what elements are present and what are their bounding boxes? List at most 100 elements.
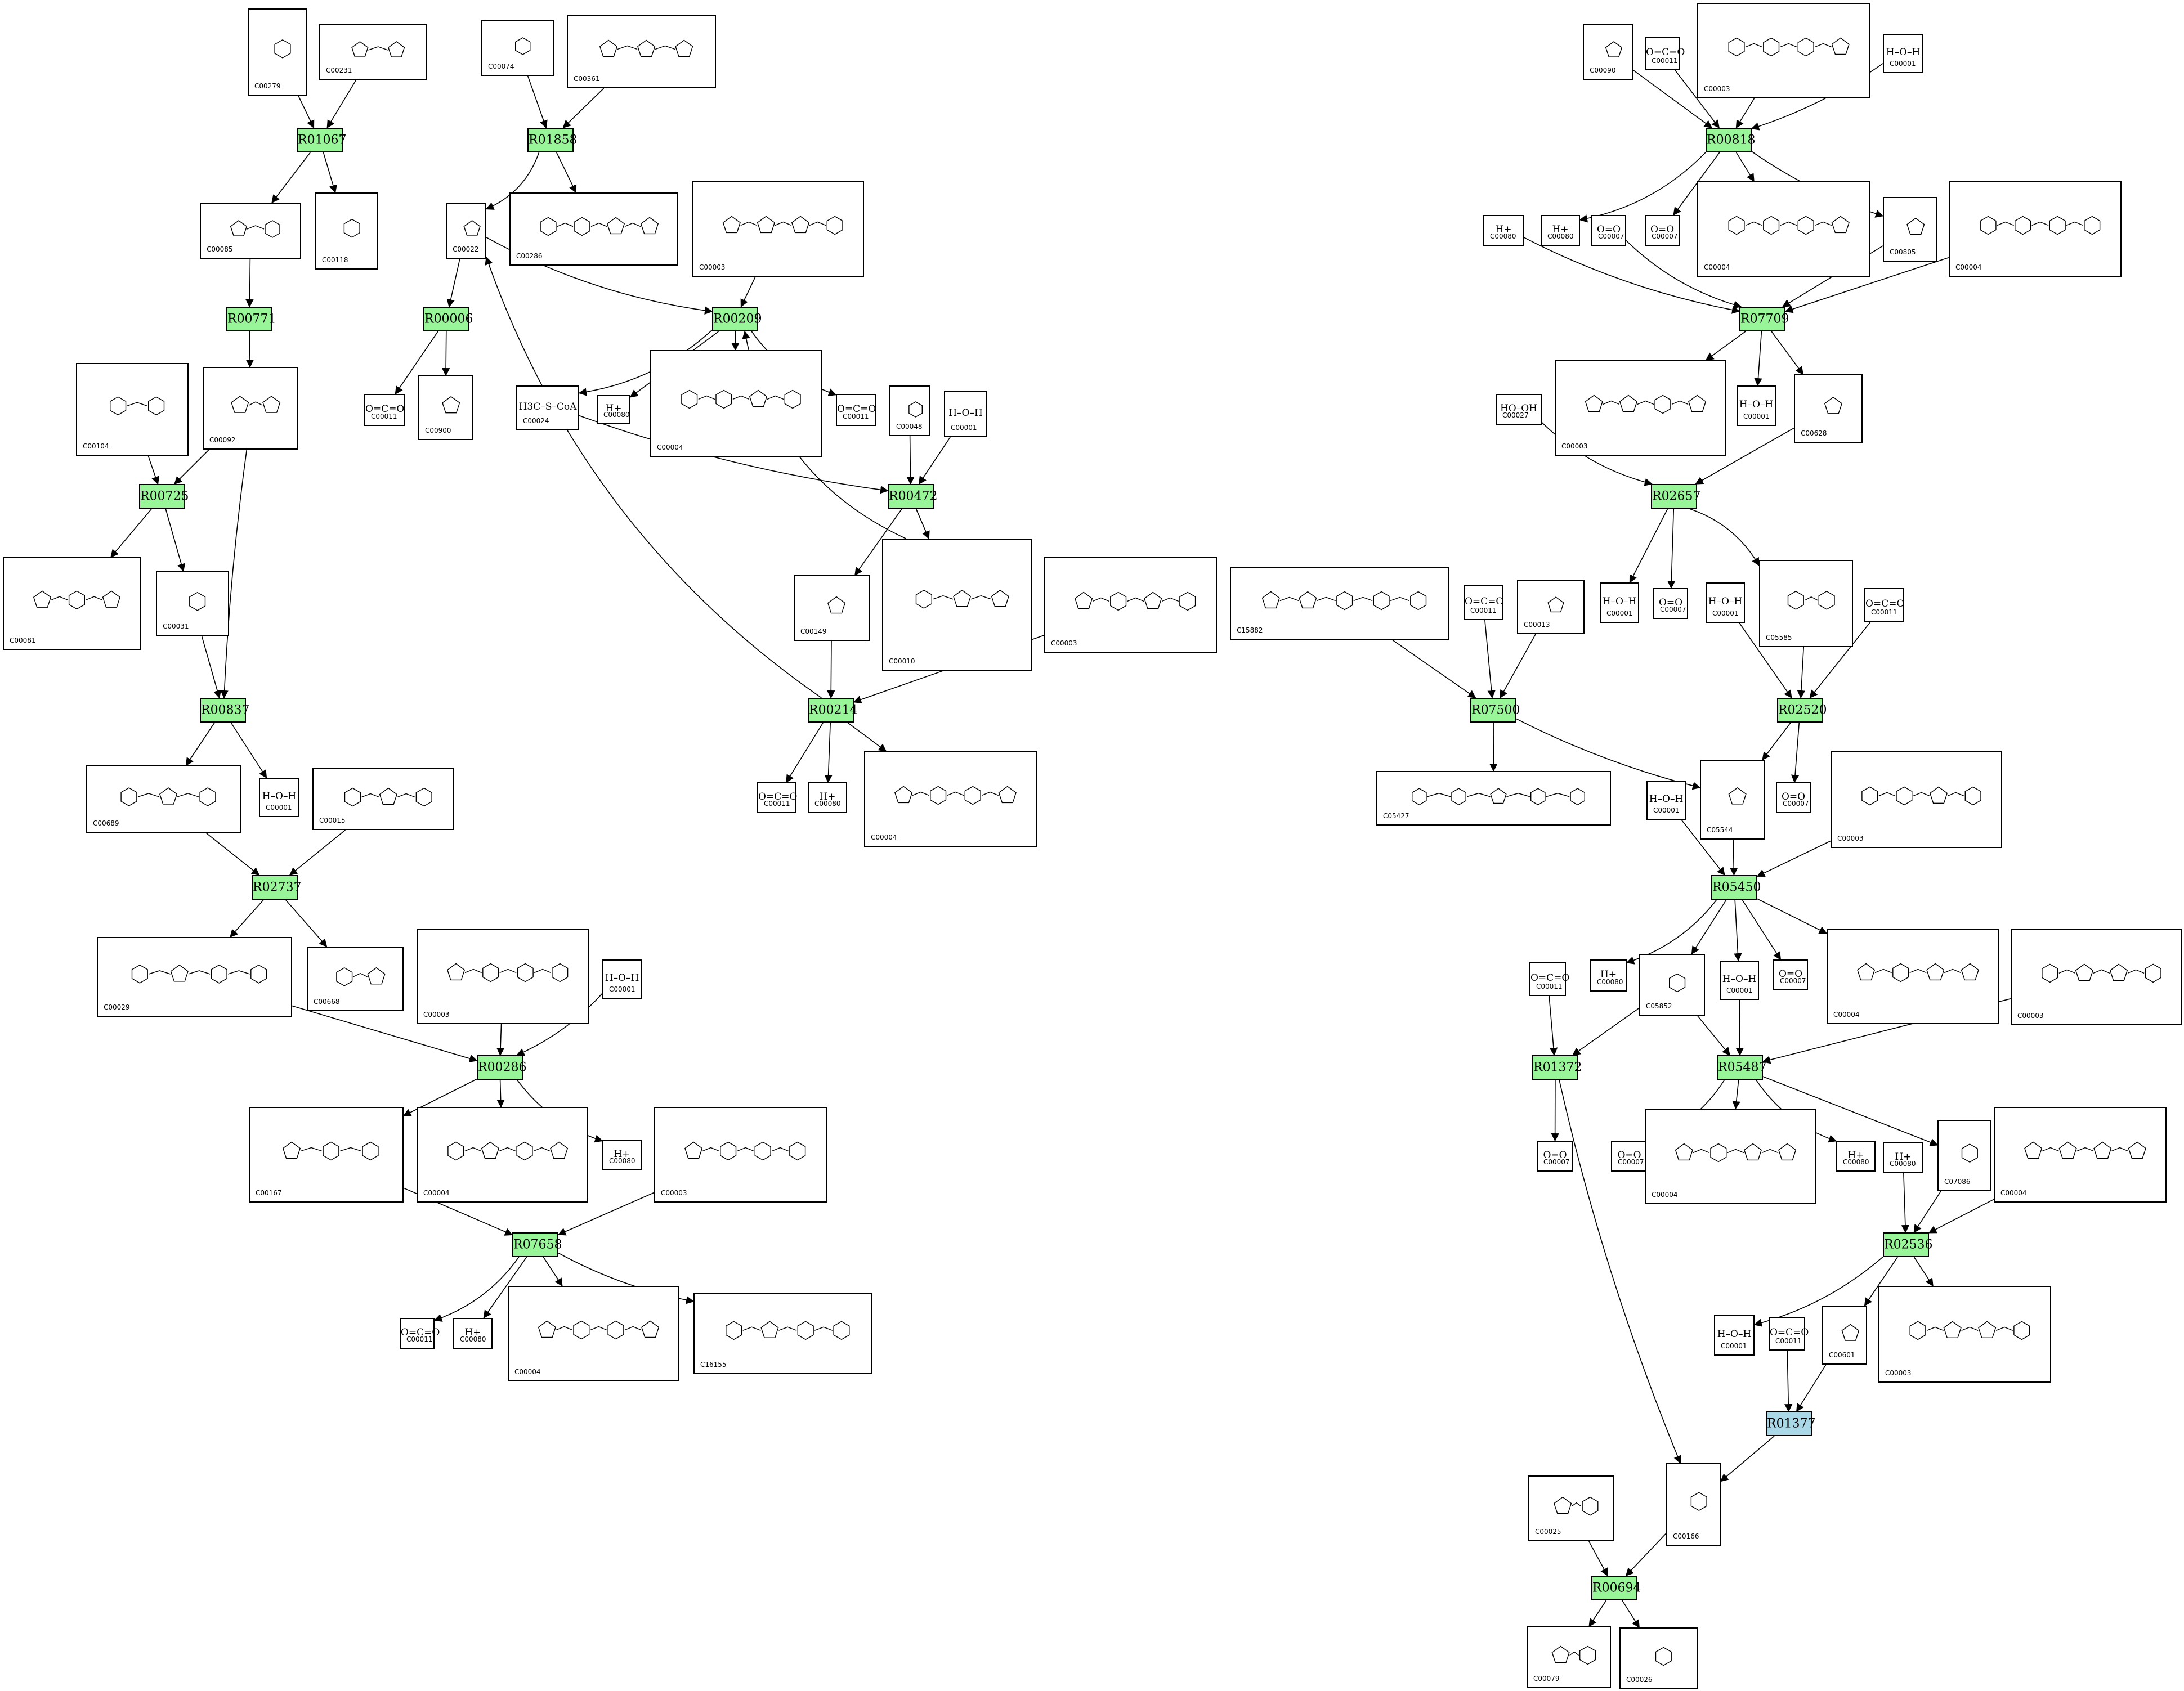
- compound-c00074[interactable]: C00074: [481, 20, 554, 76]
- reaction-r01372[interactable]: R01372: [1532, 1055, 1582, 1080]
- compound-c00048[interactable]: C00048: [889, 385, 930, 436]
- compound-c00081[interactable]: C00081: [3, 557, 141, 650]
- compound-c00025[interactable]: C00025: [1528, 1475, 1614, 1541]
- reaction-r07658[interactable]: R07658: [512, 1232, 562, 1257]
- compound-c00004[interactable]: C00004: [417, 1107, 588, 1203]
- reaction-r05450[interactable]: R05450: [1711, 875, 1761, 900]
- compound-c00085[interactable]: C00085: [200, 203, 301, 259]
- compound-c05585[interactable]: C05585: [1759, 560, 1853, 647]
- compound-c00003[interactable]: C00003: [417, 929, 589, 1024]
- compound-c00003[interactable]: C00003: [692, 181, 864, 277]
- compound-c00231[interactable]: C00231: [319, 24, 427, 80]
- compound-c00689[interactable]: C00689: [86, 765, 241, 833]
- compound-c00004[interactable]: C00004: [1994, 1107, 2167, 1203]
- compound-c00003[interactable]: C00003: [654, 1107, 827, 1203]
- compound-c00080[interactable]: H+C00080: [1483, 215, 1524, 246]
- reaction-r01377[interactable]: R01377: [1766, 1411, 1816, 1436]
- reaction-r00006[interactable]: R00006: [423, 307, 473, 331]
- compound-c00361[interactable]: C00361: [567, 15, 716, 88]
- compound-c00080[interactable]: H+C00080: [1836, 1141, 1876, 1172]
- reaction-r00472[interactable]: R00472: [888, 484, 938, 509]
- reaction-r01067[interactable]: R01067: [297, 128, 347, 152]
- compound-c16155[interactable]: C16155: [693, 1293, 872, 1374]
- compound-c00279[interactable]: C00279: [248, 8, 307, 96]
- compound-c00003[interactable]: C00003: [1878, 1286, 2051, 1383]
- compound-c00900[interactable]: C00900: [418, 375, 473, 440]
- reaction-r00286[interactable]: R00286: [477, 1055, 527, 1080]
- reaction-r00725[interactable]: R00725: [139, 484, 189, 509]
- compound-c05427[interactable]: C05427: [1376, 771, 1611, 826]
- compound-c00004[interactable]: C00004: [1827, 929, 1999, 1024]
- compound-c00090[interactable]: C00090: [1583, 24, 1633, 80]
- compound-c00003[interactable]: C00003: [1044, 557, 1217, 653]
- reaction-r00209[interactable]: R00209: [712, 307, 762, 331]
- compound-c00805[interactable]: C00805: [1883, 197, 1937, 262]
- reaction-r00694[interactable]: R00694: [1591, 1576, 1641, 1600]
- reaction-r02737[interactable]: R02737: [252, 875, 302, 900]
- compound-c00004[interactable]: C00004: [1645, 1109, 1816, 1204]
- compound-c00010[interactable]: C00010: [882, 539, 1032, 671]
- compound-c00004[interactable]: C00004: [1697, 181, 1870, 277]
- reaction-r07709[interactable]: R07709: [1739, 307, 1789, 331]
- compound-c00167[interactable]: C00167: [249, 1107, 404, 1203]
- compound-c05852[interactable]: C05852: [1639, 954, 1705, 1016]
- compound-c00080[interactable]: H+C00080: [597, 395, 630, 424]
- reaction-r05487[interactable]: R05487: [1717, 1055, 1767, 1080]
- reaction-r02520[interactable]: R02520: [1777, 698, 1827, 723]
- compound-c00286[interactable]: C00286: [509, 192, 678, 266]
- compound-c00013[interactable]: C00013: [1517, 580, 1585, 634]
- compound-c00166[interactable]: C00166: [1666, 1463, 1721, 1546]
- compound-c05544[interactable]: C05544: [1700, 760, 1765, 840]
- compound-c00080[interactable]: H+C00080: [808, 782, 847, 813]
- reaction-r00818[interactable]: R00818: [1706, 128, 1756, 152]
- compound-c00668[interactable]: C00668: [307, 947, 404, 1011]
- compound-c00601[interactable]: C00601: [1822, 1306, 1867, 1365]
- compound-c00628[interactable]: C00628: [1794, 374, 1863, 443]
- compound-c00029[interactable]: C00029: [97, 937, 292, 1017]
- compound-c00079[interactable]: C00079: [1527, 1626, 1611, 1688]
- compound-c00118[interactable]: C00118: [315, 192, 378, 270]
- compound-c15882[interactable]: C15882: [1230, 567, 1449, 640]
- compound-c00080[interactable]: H+C00080: [453, 1318, 493, 1349]
- compound-c00003[interactable]: C00003: [1555, 360, 1726, 456]
- compound-c00004[interactable]: C00004: [864, 751, 1037, 847]
- compound-c00015[interactable]: C00015: [312, 768, 454, 830]
- compound-c00004[interactable]: C00004: [508, 1286, 679, 1381]
- reaction-r00837[interactable]: R00837: [200, 698, 250, 723]
- compound-c00004[interactable]: C00004: [650, 350, 822, 457]
- compound-c00022[interactable]: C00022: [446, 203, 486, 259]
- compound-c00026[interactable]: C00026: [1619, 1627, 1698, 1689]
- reaction-r00771[interactable]: R00771: [226, 307, 276, 331]
- compound-c07086[interactable]: C07086: [1937, 1120, 1991, 1191]
- reaction-r02536[interactable]: R02536: [1883, 1232, 1933, 1257]
- reaction-r07500[interactable]: R07500: [1470, 698, 1520, 723]
- compound-c00092[interactable]: C00092: [203, 367, 298, 450]
- compound-c00080[interactable]: H+C00080: [602, 1140, 642, 1170]
- compound-c00080[interactable]: H+C00080: [1883, 1142, 1923, 1173]
- compound-c00149[interactable]: C00149: [794, 575, 870, 641]
